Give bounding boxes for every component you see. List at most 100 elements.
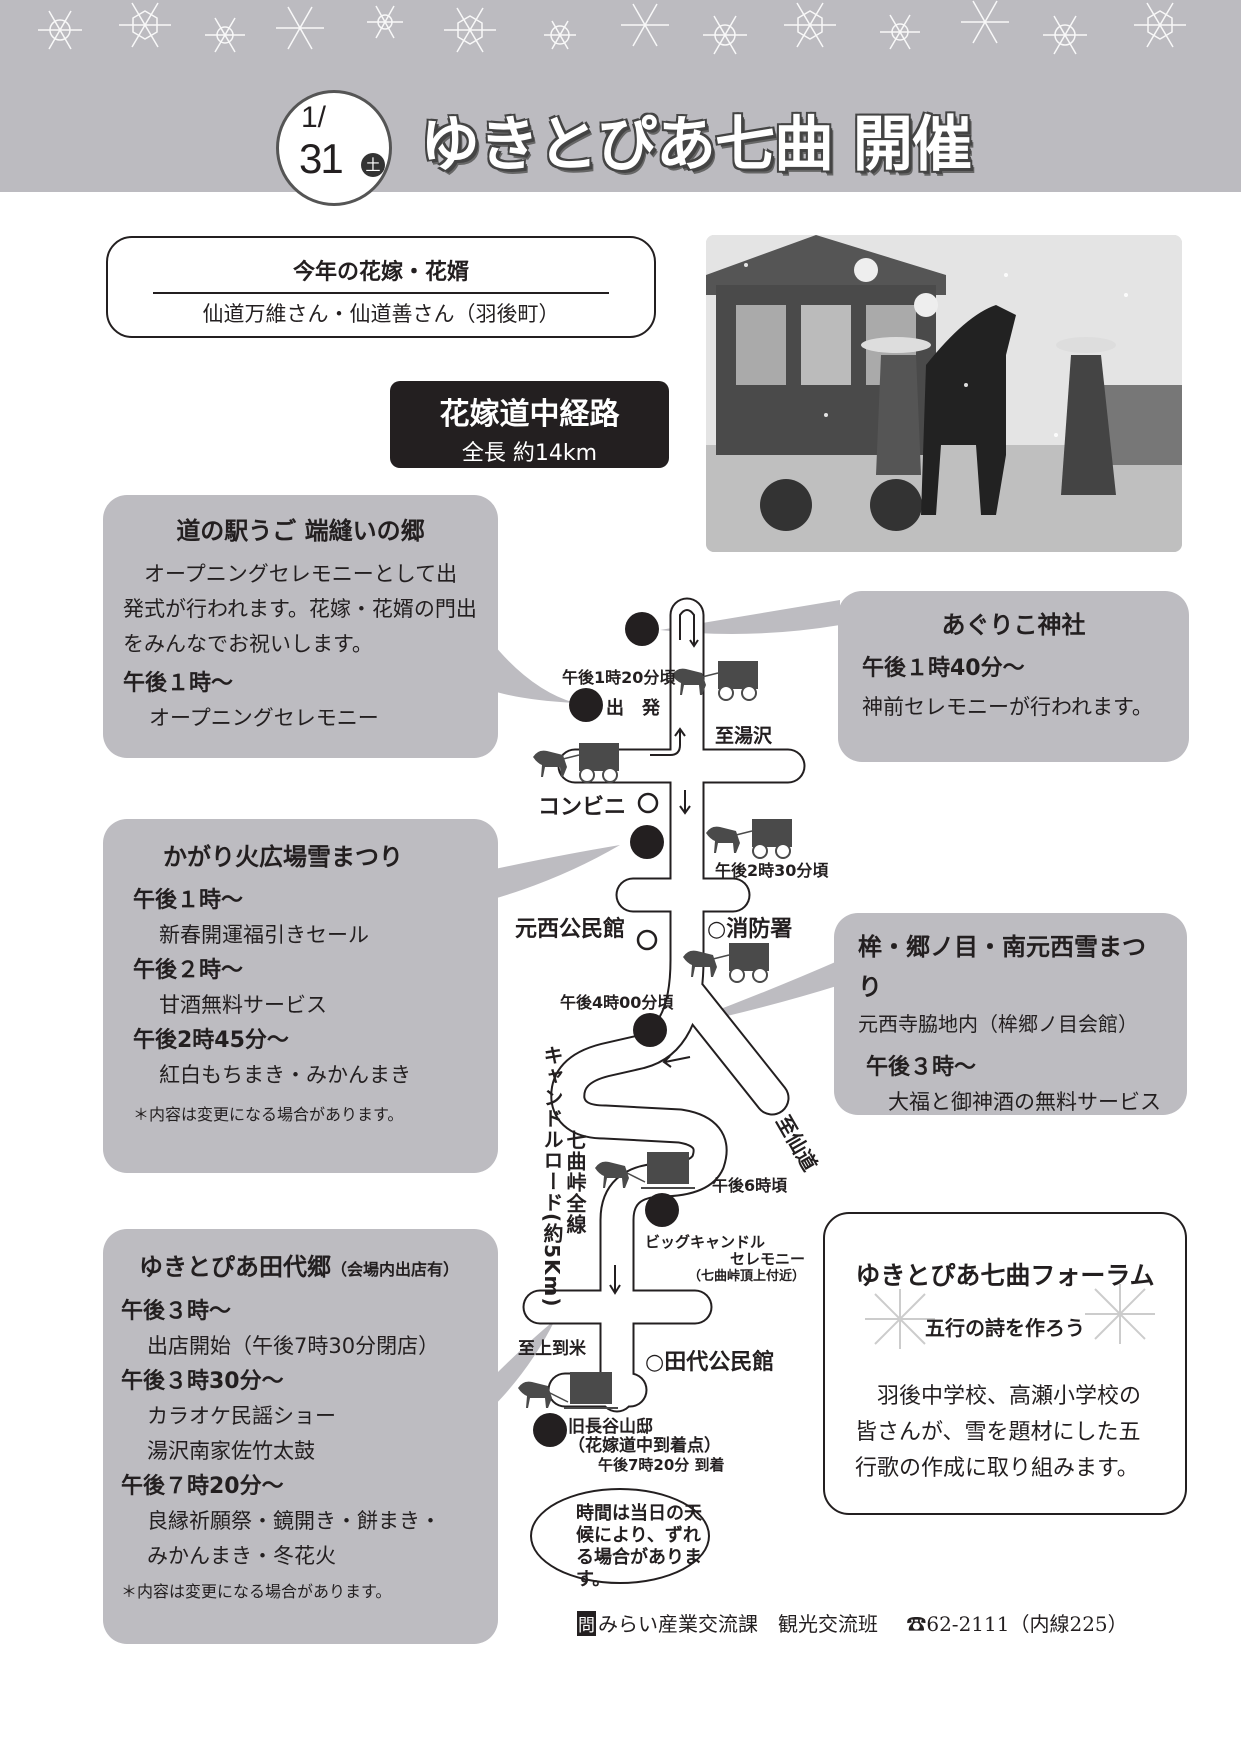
weather-note: 時間は当日の天候により、ずれる場合があります。: [530, 1488, 710, 1590]
motonishi-hall-label: 元西公民館: [515, 917, 626, 942]
box-title: 道の駅うご 端縫いの郷: [176, 517, 425, 545]
info-box-gounome: 桙・郷ノ目・南元西雪まつり 元西寺脇地内（桙郷ノ目会館） 午後３時～ 大福と御神…: [834, 913, 1187, 1115]
tashiro-hall-label: ○田代公民館: [645, 1350, 775, 1375]
contact-footer: 問みらい産業交流課 観光交流班 ☎62-2111（内線225）: [577, 1608, 1128, 1637]
box-time: 午後１時～: [133, 888, 244, 913]
box-item: カラオケ民謡ショー: [147, 1404, 336, 1428]
header-banner: 1/ 31 土 ゆきとぴあ七曲 開催: [0, 0, 1241, 206]
to-yuzawa-label: 至湯沢: [715, 725, 773, 747]
direction-arrows: [609, 609, 699, 1295]
nanamagari-all-label: 七曲峠全線: [563, 1130, 587, 1235]
tashiro-hall-marker-icon: ○: [645, 1350, 665, 1375]
page-title: ゆきとぴあ七曲 開催: [420, 110, 972, 180]
snowflake-icon: [865, 1284, 1155, 1349]
box-item: 紅白もちまき・みかんまき: [159, 1063, 411, 1087]
horse-carriage-photo: [706, 235, 1182, 552]
box-note: ＊内容は変更になる場合があります。: [133, 1105, 404, 1124]
stop-dot-big-candle: [645, 1193, 679, 1227]
down-arrow-icon: [689, 630, 699, 648]
stop-dot-gounome: [633, 1013, 667, 1047]
stop-dot-agurikojinja: [625, 612, 659, 646]
box-item: 神前セレモニーが行われます。: [862, 695, 1153, 719]
box-time: 午後２時～: [133, 958, 244, 983]
box-title: あぐりこ神社: [941, 611, 1086, 639]
depart-label: 出 発: [606, 698, 660, 719]
u-turn-arrow-icon: [679, 609, 695, 640]
bride-groom-box: 今年の花嫁・花婿 仙道万維さん・仙道善さん（羽後町）: [106, 236, 656, 338]
box-time: 午後３時～: [866, 1055, 977, 1080]
box-title-sub: （会場内出店有）: [331, 1260, 460, 1279]
box-item: 湯沢南家佐竹太鼓: [147, 1439, 315, 1463]
bride-names: 仙道万維さん・仙道善さん（羽後町）: [202, 301, 560, 326]
phone-icon: ☎: [906, 1612, 927, 1636]
bride-heading: 今年の花嫁・花婿: [292, 260, 469, 285]
down-arrow-icon: [609, 1265, 621, 1295]
fire-station-label: ○消防署: [707, 917, 793, 942]
big-candle-line3: （七曲峠頂上付近）: [687, 1269, 805, 1284]
candle-road-label: キャンドルロード(約5Km): [540, 1045, 564, 1308]
landmark-markers: [636, 792, 659, 951]
date-badge: 1/ 31 土: [276, 90, 392, 206]
big-candle-line1: ビッグキャンドル: [645, 1233, 766, 1251]
date-weekday: 土: [361, 153, 385, 177]
box-title: 桙・郷ノ目・南元西雪まつり: [858, 933, 1146, 1001]
big-candle-label: ビッグキャンドル セレモニー （七曲峠頂上付近）: [645, 1234, 805, 1285]
fire-station-marker-icon: ○: [707, 917, 727, 942]
box-item: 大福と御神酒の無料サービス: [888, 1090, 1161, 1114]
down-arrow-icon: [679, 790, 691, 815]
route-length: 全長 約14km: [461, 441, 598, 466]
route-label: 花嫁道中経路 全長 約14km: [390, 381, 669, 468]
forum-box: ゆきとぴあ七曲フォーラム 五行の詩を作ろう 羽後中学校、高瀬小学校の皆さんが、雪…: [823, 1212, 1187, 1515]
info-box-tashiro: ゆきとぴあ田代郷（会場内出店有） 午後３時～ 出店開始（午後7時30分閉店） 午…: [103, 1229, 498, 1644]
stop-dot-goal: [533, 1413, 567, 1447]
box-time: 午後３時30分～: [121, 1369, 284, 1394]
time-label-1320: 午後1時20分頃: [562, 668, 676, 687]
box-time: 午後2時45分～: [133, 1028, 289, 1053]
snowflake-decoration-icon: [38, 0, 1186, 55]
inquiry-mark: 問: [577, 1611, 596, 1636]
forum-body: 羽後中学校、高瀬小学校の皆さんが、雪を題材にした五行歌の作成に取り組みます。: [855, 1384, 1142, 1481]
info-box-michinoeki: 道の駅うご 端縫いの郷 オープニングセレモニーとして出発式が行われます。花嫁・花…: [103, 495, 498, 758]
contact-phone: 62-2111（内線225）: [926, 1612, 1128, 1636]
date-month: 1/: [301, 101, 327, 134]
box-item: 出店開始（午後7時30分閉店）: [147, 1334, 440, 1358]
time-label-1600: 午後4時00分頃: [560, 993, 674, 1012]
goal-desc: （花嫁道中到着点）: [568, 1436, 721, 1456]
route-title: 花嫁道中経路: [439, 397, 620, 432]
time-label-1800: 午後6時頃: [712, 1176, 788, 1195]
box-title: ゆきとぴあ田代郷（会場内出店有）: [121, 1247, 480, 1290]
horse-carriage-icon: [705, 818, 793, 859]
stop-markers: [533, 612, 679, 1447]
stop-dot-kagaribi: [630, 825, 664, 859]
box-place: 元西寺脇地内（桙郷ノ目会館）: [858, 1012, 1138, 1036]
goal-name: 旧長谷山邸: [568, 1417, 653, 1437]
callout-tails: [490, 600, 840, 1410]
box-time: 午後７時20分～: [121, 1474, 284, 1499]
konbini-marker-icon: [637, 792, 659, 814]
forum-subtitle: 五行の詩を作ろう: [925, 1316, 1085, 1340]
box-time: 午後１時40分～: [862, 656, 1025, 681]
box-title: かがり火広場雪まつり: [163, 843, 403, 871]
box-time: 午後３時～: [121, 1299, 232, 1324]
date-day: 31: [299, 135, 344, 182]
bent-up-arrow-icon: [650, 727, 686, 756]
contact-dept: みらい産業交流課 観光交流班: [598, 1612, 878, 1636]
to-kamitomai-label: 至上到米: [518, 1339, 586, 1359]
big-candle-line2: セレモニー: [729, 1250, 805, 1268]
box-note: ＊内容は変更になる場合があります。: [121, 1582, 392, 1601]
box-title-main: ゆきとぴあ田代郷: [139, 1253, 331, 1281]
konbini-label: コンビニ: [538, 795, 627, 820]
box-item: オープニングセレモニー: [149, 706, 379, 730]
divider: [153, 292, 609, 294]
box-item: 甘酒無料サービス: [159, 993, 327, 1017]
goal-time: 午後7時20分 到着: [598, 1456, 725, 1474]
box-item: 良縁祈願祭・鏡開き・餅まき・: [147, 1509, 441, 1533]
info-box-agurikojinja: あぐりこ神社 午後１時40分～ 神前セレモニーが行われます。: [838, 591, 1189, 762]
stop-dot-start: [569, 688, 603, 722]
box-item: 新春開運福引きセール: [159, 923, 369, 947]
info-box-kagaribi: かがり火広場雪まつり 午後１時～ 新春開運福引きセール 午後２時～ 甘酒無料サー…: [103, 819, 498, 1173]
box-time: 午後１時～: [123, 671, 234, 696]
motonishi-hall-marker-icon: [636, 929, 658, 951]
left-arrow-icon: [662, 1055, 691, 1068]
forum-title: ゆきとぴあ七曲フォーラム: [855, 1261, 1155, 1290]
